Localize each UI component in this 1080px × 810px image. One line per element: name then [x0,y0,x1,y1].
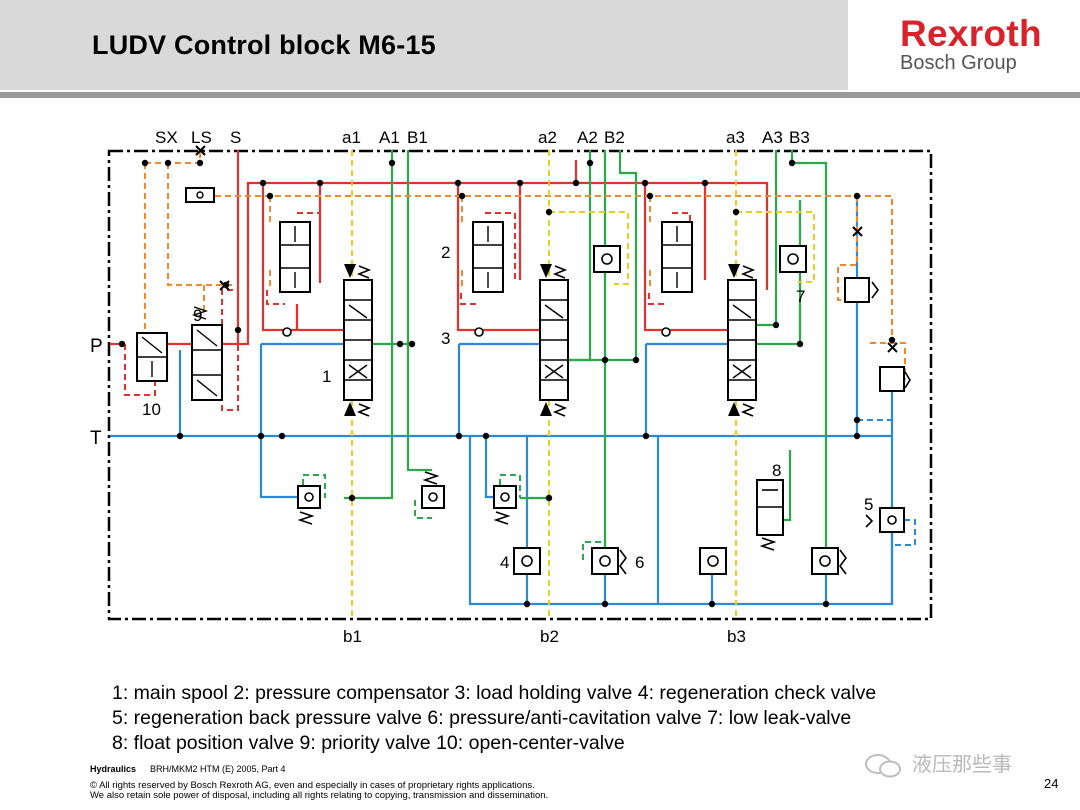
component-number-6: 6 [635,553,644,572]
port-label-b2: b2 [540,627,559,646]
port-label-a1: a1 [342,128,361,147]
component-number-8: 8 [772,461,781,480]
check-valves [297,245,905,575]
legend-line: 8: float position valve 9: priority valv… [112,732,625,754]
port-label-b3: b3 [727,627,746,646]
port-label-a3: a3 [726,128,745,147]
port-label-sx: SX [155,128,178,147]
port-label-A3: A3 [762,128,783,147]
port-label-A1: A1 [379,128,400,147]
header-rule [0,92,1080,98]
component-number-3: 3 [441,329,450,348]
orifice-marks [195,145,898,353]
component-number-1: 1 [322,367,331,386]
watermark-text: 液压那些事 [912,754,1012,776]
wechat-icon [865,754,901,778]
port-label-p: P [90,336,103,357]
port-label-t: T [90,428,102,449]
footer-info: Hydraulics BRH/MKM2 HTM (E) 2005, Part 4 [90,764,286,774]
copyright-line: © All rights reserved by Bosch Rexroth A… [90,780,535,791]
component-legend: 1: main spool 2: pressure compensator 3:… [112,681,876,756]
legend-line: 1: main spool 2: pressure compensator 3:… [112,682,877,704]
footer-doc-ref: BRH/MKM2 HTM (E) 2005, Part 4 [150,764,286,774]
port-label-A2: A2 [577,128,598,147]
component-number-2: 2 [441,243,450,262]
component-number-10: 10 [142,400,161,419]
component-number-4: 4 [500,553,509,572]
brand-name: Rexroth [900,13,1042,54]
port-label-ls: LS [191,128,212,147]
legend-line: 5: regeneration back pressure valve 6: p… [112,707,852,729]
brand-logo: Rexroth Bosch Group [848,0,1080,90]
block-boundary [107,149,933,621]
slide-title: LUDV Control block M6-15 [92,30,436,60]
brand-subtitle: Bosch Group [900,52,1017,74]
component-number-5: 5 [864,495,873,514]
copyright-line: We also retain sole power of disposal, i… [90,790,549,801]
port-label-s: S [230,128,241,147]
port-label-B1: B1 [407,128,428,147]
port-label-a2: a2 [538,128,557,147]
control-lines [144,150,906,380]
spool-springs [356,265,756,417]
junction-dots [118,159,896,608]
header-bar: LUDV Control block M6-15 [0,0,848,90]
copyright-notice: © All rights reserved by Bosch Rexroth A… [90,781,548,801]
spool-arrows [344,264,740,416]
component-number-9: 9 [193,306,202,325]
pressure-compensators [279,221,693,293]
component-number-7: 7 [796,287,805,306]
port-label-B3: B3 [789,128,810,147]
footer-label: Hydraulics [90,764,137,774]
port-label-b1: b1 [343,627,362,646]
port-label-B2: B2 [604,128,625,147]
page-number: 24 [1044,776,1059,791]
main-spool-dividers [344,299,756,381]
